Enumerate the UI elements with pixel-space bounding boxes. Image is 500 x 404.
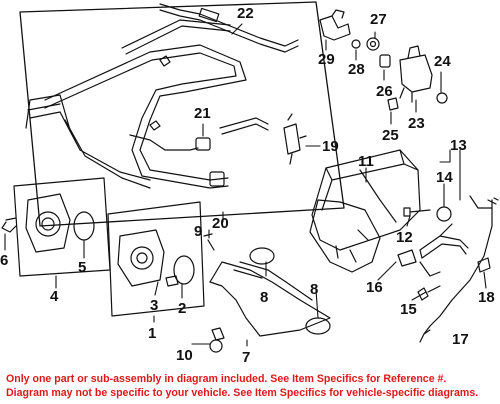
clamp-item-16 <box>397 249 417 267</box>
grommet-item-27 <box>366 37 380 51</box>
nut-item-24 <box>436 92 448 104</box>
callout-25: 25 <box>382 127 399 144</box>
callout-4: 4 <box>50 288 59 305</box>
bolt-item-12 <box>403 207 431 217</box>
callout-6: 6 <box>0 252 8 269</box>
callout-23: 23 <box>408 115 425 132</box>
callout-20: 20 <box>212 215 229 232</box>
sensor-wire-item-17 <box>419 199 493 343</box>
callout-8a: 8 <box>260 289 268 306</box>
gasket-item-5 <box>73 211 95 241</box>
callout-28: 28 <box>348 61 365 78</box>
callout-1: 1 <box>148 325 156 342</box>
seal-item-14 <box>436 206 452 222</box>
disclaimer-banner: Only one part or sub-assembly in diagram… <box>0 372 500 404</box>
callout-11: 11 <box>358 153 374 170</box>
nut-item-10 <box>209 339 223 353</box>
callout-18: 18 <box>478 289 495 306</box>
callout-7: 7 <box>242 349 250 366</box>
box-item-20 <box>19 1 345 227</box>
throttle-body-item-1 <box>117 229 165 287</box>
solenoid-item-26 <box>379 54 391 68</box>
callout-29: 29 <box>318 51 335 68</box>
callout-10: 10 <box>176 347 193 364</box>
callout-24: 24 <box>434 53 451 70</box>
callout-27: 27 <box>370 11 387 28</box>
callout-17: 17 <box>452 331 469 348</box>
callout-19: 19 <box>322 138 339 155</box>
disclaimer-line-2: Diagram may not be specific to your vehi… <box>6 387 479 399</box>
callout-8b: 8 <box>310 281 318 298</box>
exploded-view-drawing: 22 27 29 28 24 26 21 23 25 19 13 11 14 2… <box>0 1 499 366</box>
callout-22: 22 <box>237 5 254 22</box>
callout-2: 2 <box>178 300 186 317</box>
gasket-item-8a <box>249 247 275 265</box>
throttle-body-item-4 <box>25 193 71 253</box>
callout-16: 16 <box>366 279 383 296</box>
sensor-item-19 <box>283 113 307 165</box>
hose-item-22 <box>159 3 299 53</box>
callout-14: 14 <box>436 169 453 186</box>
bolt-item-6 <box>1 217 17 233</box>
bracket-item-29 <box>319 9 351 41</box>
callout-9: 9 <box>194 223 202 240</box>
disclaimer-line-1: Only one part or sub-assembly in diagram… <box>6 373 447 385</box>
box-item-4 <box>13 177 111 277</box>
hose-assembly <box>44 44 247 189</box>
callout-5: 5 <box>78 259 86 276</box>
callout-12: 12 <box>396 229 413 246</box>
hose-line-upper <box>121 19 231 55</box>
callout-3: 3 <box>150 297 158 314</box>
callout-26: 26 <box>376 83 393 100</box>
callout-15: 15 <box>400 301 417 318</box>
callout-21: 21 <box>194 105 211 122</box>
valve-item-23 <box>399 45 433 103</box>
gasket-item-2 <box>173 255 195 285</box>
box-item-1 <box>107 201 205 317</box>
tube-item-13 <box>419 235 469 259</box>
egr-tube-item-7 <box>209 261 331 337</box>
egr-cooler-item-11 <box>311 149 421 251</box>
callout-13: 13 <box>450 137 467 154</box>
